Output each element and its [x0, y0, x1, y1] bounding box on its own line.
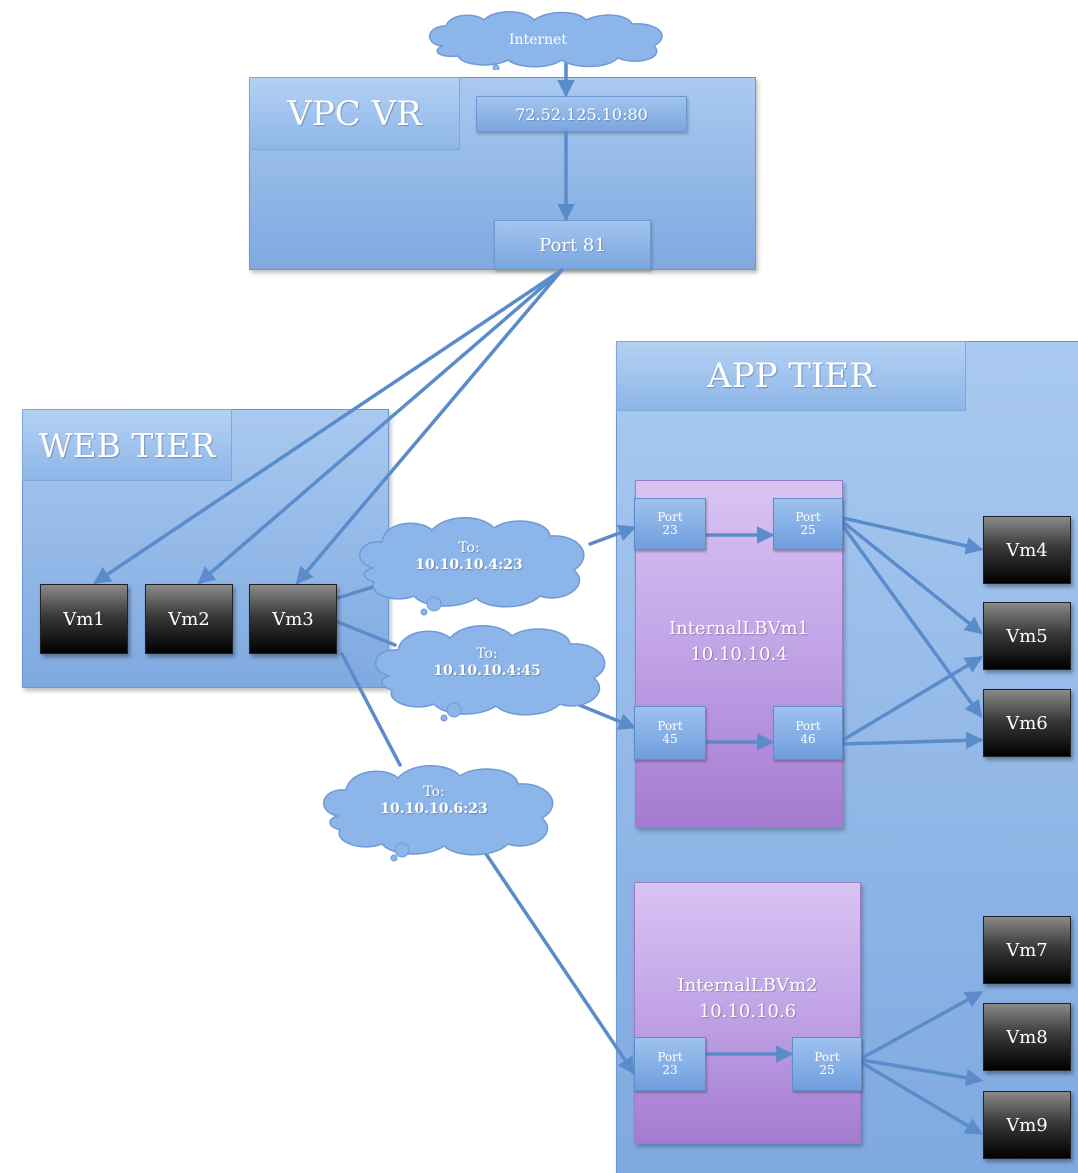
- lb1-port-25[interactable]: Port 25: [773, 498, 843, 550]
- internal-lb-vm1-name: InternalLBVm1: [669, 618, 809, 639]
- lb1-port-46[interactable]: Port 46: [773, 706, 843, 760]
- edge-lb2-port25-to-vm9: [860, 1061, 984, 1135]
- edge-vm3-to-cloud-3: [340, 652, 402, 767]
- cloud-1-text: To: 10.10.10.4:23: [384, 540, 554, 574]
- cloud-3-target: 10.10.10.6:23: [380, 801, 488, 817]
- cloud-2-tail-1: [446, 702, 462, 718]
- lb1-port-25-label: Port 25: [795, 510, 821, 537]
- app-tier-title: APP TIER: [616, 341, 966, 411]
- internal-lb-vm2[interactable]: [634, 882, 861, 1144]
- cloud-2-shape: [374, 625, 606, 716]
- vm2[interactable]: Vm2: [145, 584, 233, 654]
- edge-port-81-to-vm2: [197, 268, 564, 585]
- edge-cloud-1-to-lb1-port23: [588, 524, 637, 546]
- edge-lb1-port25-to-vm6: [841, 524, 983, 718]
- lb2-port-25[interactable]: Port 25: [792, 1037, 862, 1091]
- edge-lb1-port46-to-vm6: [841, 731, 984, 750]
- edge-vm3-to-cloud-2: [336, 620, 397, 647]
- cloud-2-tail-2: [440, 714, 448, 722]
- vm3[interactable]: Vm3: [249, 584, 337, 654]
- cloud-1-tail-2: [420, 608, 428, 616]
- internal-lb-vm2-name: InternalLBVm2: [677, 975, 818, 996]
- cloud-2-prefix: To:: [476, 646, 498, 662]
- cloud-3-tail-2: [390, 854, 398, 862]
- cloud-to-10-10-10-4-23[interactable]: [352, 512, 596, 616]
- internet-cloud[interactable]: Internet: [422, 8, 672, 70]
- cloud-3-text: To: 10.10.10.6:23: [349, 784, 519, 818]
- lb1-port-23-label: Port 23: [657, 510, 683, 537]
- lb1-port-23[interactable]: Port 23: [634, 498, 706, 550]
- internal-lb-vm2-ip: 10.10.10.6: [698, 1001, 797, 1022]
- cloud-1-target: 10.10.10.4:23: [415, 557, 523, 573]
- edge-cloud-3-to-lb2-port23: [476, 840, 635, 1075]
- cloud-to-10-10-10-6-23[interactable]: [316, 760, 566, 864]
- edge-lb2-port25-to-vm8: [860, 1058, 984, 1087]
- lb1-port-45-label: Port 45: [657, 719, 683, 746]
- web-tier-title: WEB TIER: [22, 409, 232, 481]
- cloud-1-shape: [358, 517, 585, 608]
- lb2-port-25-label: Port 25: [814, 1050, 840, 1077]
- internal-lb-vm2-label: InternalLBVm2 10.10.10.6: [634, 973, 861, 1025]
- vm5[interactable]: Vm5: [983, 602, 1071, 670]
- lb1-port-46-label: Port 46: [795, 719, 821, 746]
- vm6[interactable]: Vm6: [983, 689, 1071, 757]
- internal-lb-vm1-ip: 10.10.10.4: [690, 644, 788, 665]
- vr-port-81-box[interactable]: Port 81: [494, 220, 651, 270]
- lb2-port-23-label: Port 23: [657, 1050, 683, 1077]
- internet-cloud-tail-1: [492, 64, 500, 70]
- cloud-to-10-10-10-4-45[interactable]: [368, 622, 618, 722]
- edge-lb2-port25-to-vm7: [860, 991, 984, 1060]
- cloud-1-tail-1: [426, 596, 442, 612]
- vm9[interactable]: Vm9: [983, 1091, 1071, 1159]
- cloud-1-prefix: To:: [458, 540, 480, 556]
- cloud-3-shape: [322, 765, 554, 856]
- vm1[interactable]: Vm1: [40, 584, 128, 654]
- internal-lb-vm1-label: InternalLBVm1 10.10.10.4: [635, 616, 843, 668]
- vm7[interactable]: Vm7: [983, 916, 1071, 984]
- cloud-3-tail-1: [394, 842, 410, 858]
- cloud-2-text: To: 10.10.10.4:45: [402, 646, 572, 680]
- internet-label: Internet: [509, 32, 567, 48]
- edge-lb1-port25-to-vm4: [841, 516, 984, 555]
- lb1-port-45[interactable]: Port 45: [634, 706, 706, 760]
- edge-lb1-port25-to-vm5: [841, 520, 983, 635]
- vpc-vr-title: VPC VR: [249, 77, 460, 150]
- vm4[interactable]: Vm4: [983, 516, 1071, 584]
- edge-port-81-to-vm1: [93, 268, 564, 584]
- public-ip-box[interactable]: 72.52.125.10:80: [476, 96, 687, 132]
- lb2-port-23[interactable]: Port 23: [634, 1037, 706, 1091]
- vm8[interactable]: Vm8: [983, 1003, 1071, 1071]
- edge-port-81-to-vm3: [295, 268, 564, 585]
- cloud-2-target: 10.10.10.4:45: [433, 663, 541, 679]
- edge-lb1-port46-to-vm5: [841, 656, 984, 742]
- internet-cloud-shape: [429, 11, 663, 68]
- cloud-3-prefix: To:: [423, 784, 445, 800]
